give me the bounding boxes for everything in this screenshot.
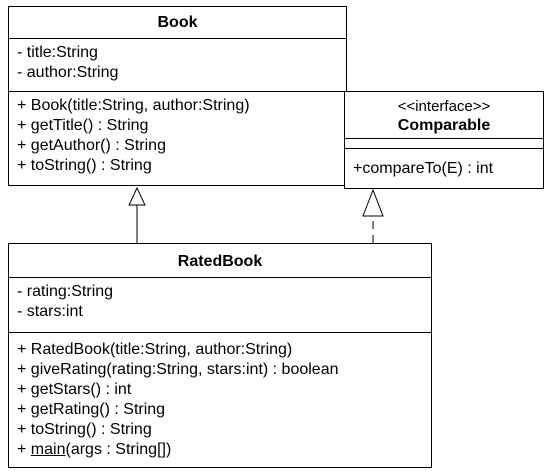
comparable-operation: +compareTo(E) : int bbox=[353, 160, 494, 177]
ratedbook-operation: + giveRating(rating:String, stars:int) :… bbox=[17, 361, 339, 378]
generalization-arrow bbox=[128, 186, 146, 243]
ratedbook-main-operation: + main(args : String[]) bbox=[17, 440, 423, 460]
comparable-stereotype: <<interface>> bbox=[397, 98, 491, 115]
book-operation: + getAuthor() : String bbox=[17, 137, 166, 154]
book-operation: + Book(title:String, author:String) bbox=[17, 97, 250, 114]
ratedbook-operation: + RatedBook(title:String, author:String) bbox=[17, 341, 293, 358]
ratedbook-operation: + getRating() : String bbox=[17, 401, 166, 418]
main-prefix: + bbox=[17, 441, 31, 458]
book-attributes: - title:String - author:String bbox=[9, 38, 346, 91]
ratedbook-attribute: - stars:int bbox=[17, 303, 83, 320]
ratedbook-attributes: - rating:String - stars:int bbox=[9, 277, 431, 332]
book-operation: + toString() : String bbox=[17, 157, 152, 174]
main-params: (args : String[]) bbox=[65, 441, 172, 458]
ratedbook-attribute: - rating:String bbox=[17, 283, 114, 300]
book-class[interactable]: Book - title:String - author:String + Bo… bbox=[8, 6, 347, 186]
ratedbook-operation: + getStars() : int bbox=[17, 381, 132, 398]
ratedbook-class[interactable]: RatedBook - rating:String - stars:int + … bbox=[8, 243, 432, 468]
ratedbook-operations: + RatedBook(title:String, author:String)… bbox=[9, 332, 431, 463]
ratedbook-operation: + toString() : String bbox=[17, 421, 152, 438]
comparable-operations: +compareTo(E) : int bbox=[345, 148, 543, 182]
book-operation: + getTitle() : String bbox=[17, 117, 149, 134]
ratedbook-class-name: RatedBook bbox=[177, 253, 263, 270]
book-attribute: - author:String bbox=[17, 64, 119, 81]
realization-arrow bbox=[362, 188, 384, 243]
book-attribute: - title:String bbox=[17, 44, 98, 61]
comparable-interface[interactable]: <<interface>> Comparable +compareTo(E) :… bbox=[344, 91, 544, 189]
book-class-name: Book bbox=[157, 14, 198, 31]
book-operations: + Book(title:String, author:String) + ge… bbox=[9, 91, 346, 179]
comparable-interface-name: Comparable bbox=[397, 117, 491, 134]
main-static-name: main bbox=[30, 441, 66, 458]
comparable-attributes bbox=[345, 138, 543, 148]
